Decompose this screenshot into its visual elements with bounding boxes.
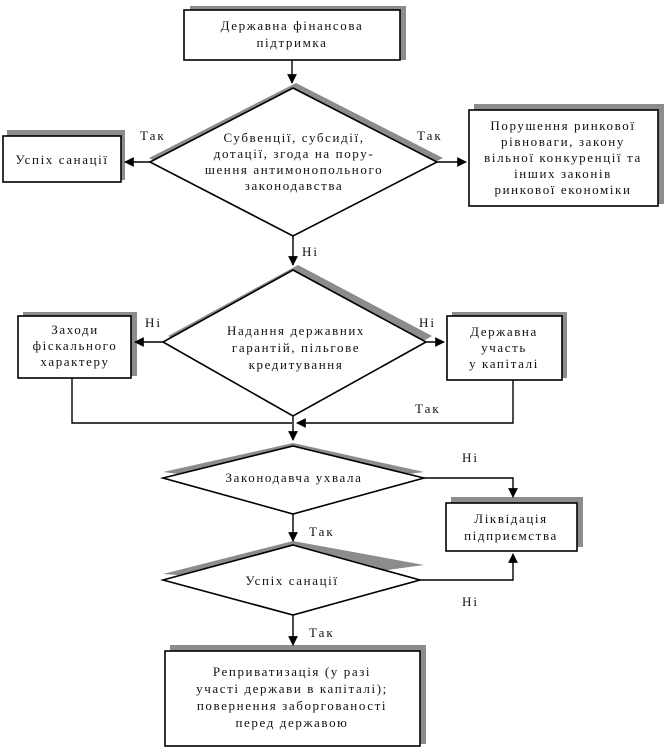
label-no-liquidation-top: Ні (462, 450, 479, 465)
node-sanation-success-top: Успіх санації (2, 130, 125, 183)
label-yes-down-approval: Так (309, 524, 335, 539)
node-market-violation-line-4: інших законів (514, 166, 612, 181)
node-sanation-success-top-line-1: Успіх санації (15, 152, 108, 167)
decision-legislative-approval: Законодавча ухвала (159, 443, 428, 515)
label-yes-left: Так (140, 128, 166, 143)
decision-guarantees-line-3: кредитування (249, 357, 344, 372)
decision-guarantees-line-1: Надання державних (227, 323, 365, 338)
label-yes-equity: Так (415, 401, 441, 416)
node-market-violation-line-1: Порушення ринкової (490, 118, 635, 133)
decision-guarantees: Надання державних гарантій, пільгове кре… (161, 265, 432, 417)
node-fiscal-measures-line-3: характеру (40, 354, 109, 369)
label-no-liquidation-bottom: Ні (462, 594, 479, 609)
node-liquidation-line-2: підприємства (464, 528, 558, 543)
label-no-down: Ні (302, 244, 319, 259)
edge-fiscal-merge (71, 378, 292, 424)
node-reprivatization-line-4: перед державою (236, 715, 349, 730)
node-state-support: Державна фінансова підтримка (183, 6, 406, 61)
decision-subventions-line-3: шення антимонопольного (205, 162, 383, 177)
node-liquidation-line-1: Ліквідація (474, 511, 547, 526)
node-state-equity: Державна участь у капіталі (446, 312, 567, 381)
node-market-violation: Порушення ринкової рівноваги, закону віл… (468, 104, 664, 207)
label-no-right: Ні (419, 315, 436, 330)
decision-subventions: Субвенції, субсидії, дотації, згода на п… (148, 83, 443, 237)
label-no-left: Ні (145, 315, 162, 330)
node-liquidation: Ліквідація підприємства (445, 497, 583, 552)
edge-approval-to-liquidation (424, 477, 518, 498)
node-state-support-line-2: підтримка (257, 35, 328, 50)
node-market-violation-line-5: ринкової економіки (494, 182, 631, 197)
node-state-support-line-1: Державна фінансова (221, 18, 364, 33)
node-reprivatization-line-3: повернення заборгованості (197, 698, 387, 713)
node-reprivatization-line-2: участі держави в капіталі); (196, 681, 388, 696)
node-state-equity-line-1: Державна (470, 324, 538, 339)
node-market-violation-line-2: рівноваги, закону (501, 134, 625, 149)
node-reprivatization-line-1: Реприватизація (у разі (213, 664, 371, 679)
node-reprivatization: Реприватизація (у разі участі держави в … (164, 645, 426, 747)
decision-sanation-success: Успіх санації (159, 541, 424, 616)
edge-sanation-to-liquidation (420, 553, 518, 581)
label-yes-final: Так (309, 625, 335, 640)
node-market-violation-line-3: вільної конкуренції та (484, 150, 642, 165)
decision-subventions-line-1: Субвенції, субсидії, (223, 130, 364, 145)
node-fiscal-measures-line-1: Заходи (51, 322, 99, 337)
decision-legislative-approval-line-1: Законодавча ухвала (225, 470, 362, 485)
node-state-equity-line-3: у капіталі (469, 356, 539, 371)
decision-subventions-line-2: дотації, згода на пору- (214, 146, 375, 161)
decision-sanation-success-line-1: Успіх санації (245, 573, 338, 588)
label-yes-right: Так (417, 128, 443, 143)
edge-equity-merge (296, 380, 514, 428)
node-fiscal-measures: Заходи фіскального характеру (17, 312, 137, 379)
node-fiscal-measures-line-2: фіскального (33, 338, 118, 353)
decision-guarantees-line-2: гарантій, пільгове (232, 340, 360, 355)
node-state-equity-line-2: участь (481, 340, 527, 355)
decision-subventions-line-4: законодавства (245, 178, 344, 193)
